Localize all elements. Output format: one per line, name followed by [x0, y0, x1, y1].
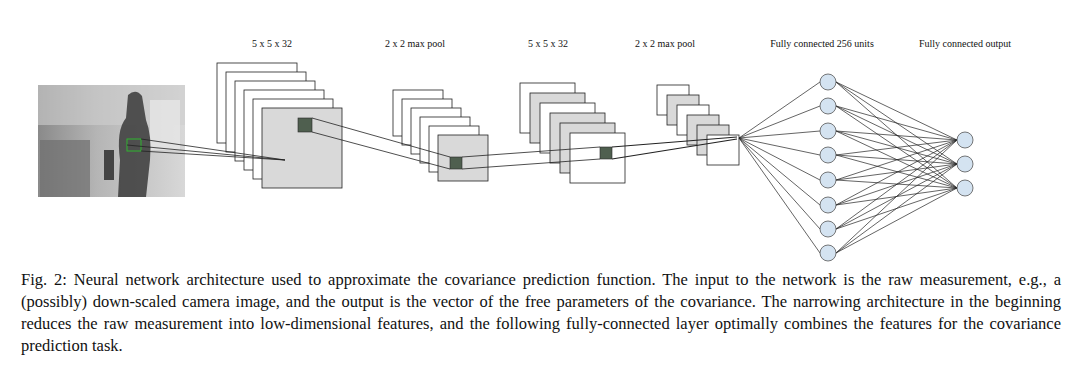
projection-line: [127, 145, 285, 160]
image-person: [118, 92, 151, 197]
kernel-patch: [298, 118, 312, 132]
projection-line: [462, 147, 600, 157]
feature-map: [438, 135, 488, 181]
projection-line: [739, 138, 820, 229]
image-furniture: [40, 140, 90, 197]
projection-line: [312, 132, 450, 169]
hidden-unit: [820, 123, 836, 139]
projection-line: [836, 140, 957, 155]
layer-label: 2 x 2 max pool: [635, 38, 695, 50]
figure-caption: Fig. 2: Neural network architecture used…: [21, 269, 1061, 357]
projection-line: [836, 180, 957, 188]
projection-line: [141, 139, 285, 160]
projection-line: [836, 82, 957, 188]
hidden-unit: [820, 245, 836, 261]
projection-line: [836, 131, 957, 164]
projection-line: [836, 140, 957, 205]
projection-line: [836, 106, 957, 164]
projection-line: [836, 140, 957, 229]
kernel-patch: [450, 157, 462, 169]
projection-line: [739, 138, 820, 253]
hidden-unit: [820, 221, 836, 237]
kernel-patch: [600, 147, 612, 159]
projection-line: [141, 151, 285, 160]
projection-line: [739, 106, 820, 138]
output-unit: [957, 156, 973, 172]
layer-label: Fully connected 256 units: [770, 38, 874, 50]
projection-line: [739, 138, 820, 180]
projection-line: [836, 131, 957, 140]
projection-line: [836, 140, 957, 253]
projection-line: [836, 131, 957, 188]
projection-line: [836, 155, 957, 164]
layer-label: 2 x 2 max pool: [385, 38, 445, 50]
projection-line: [612, 139, 737, 159]
output-unit: [957, 180, 973, 196]
feature-map: [262, 108, 342, 188]
layer-label: Fully connected output: [919, 38, 1011, 50]
output-unit: [957, 132, 973, 148]
camera-image: [38, 85, 185, 197]
image-bin: [104, 150, 114, 180]
projection-line: [462, 159, 600, 169]
projection-line: [739, 82, 820, 138]
projection-line: [739, 138, 820, 155]
hidden-unit: [820, 147, 836, 163]
projection-line: [836, 82, 957, 140]
projection-line: [836, 82, 957, 164]
projection-line: [836, 106, 957, 188]
hidden-unit: [820, 197, 836, 213]
image-ground: [38, 85, 185, 197]
hidden-unit: [820, 74, 836, 90]
projection-line: [836, 164, 957, 253]
layer-label: 5 x 5 x 32: [528, 38, 568, 50]
projection-line: [739, 131, 820, 138]
hidden-unit: [820, 98, 836, 114]
hidden-unit: [820, 172, 836, 188]
layer-label: 5 x 5 x 32: [252, 38, 292, 50]
projection-line: [836, 188, 957, 253]
